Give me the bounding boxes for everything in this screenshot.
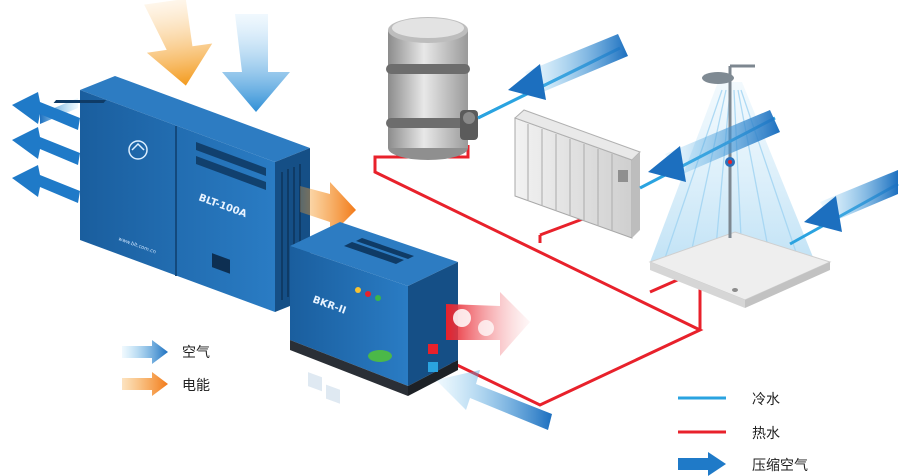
air-arrow-icon [122, 340, 168, 364]
radiator [514, 109, 641, 239]
legend-compressed-air-label: 压缩空气 [752, 458, 808, 474]
exhaust-arrows-left [12, 92, 80, 203]
legend-right: 冷水 热水 压缩空气 [678, 392, 808, 476]
heat-arrow [300, 182, 356, 236]
shower [648, 64, 832, 308]
eco-badge-icon [368, 350, 392, 362]
legend-power-label: 电能 [182, 378, 210, 394]
legend-left: 空气 电能 [122, 340, 210, 396]
hot-air-out [446, 292, 530, 356]
compressed-air-arrow-icon [678, 452, 726, 476]
heat-recovery-unit: BKR-II [290, 222, 458, 404]
water-tank [386, 17, 478, 160]
legend-hot-water-label: 热水 [752, 426, 780, 442]
brand-logo-icon [128, 140, 148, 160]
compressed-air-in [436, 370, 552, 430]
legend-cold-water-label: 冷水 [752, 392, 780, 408]
legend-air-label: 空气 [182, 345, 210, 361]
input-arrows-top [144, 0, 290, 112]
cold-water-inlets [477, 34, 899, 246]
power-arrow-icon [122, 372, 168, 396]
compressor-large: BLT-100A www.blt.com.cn [53, 76, 310, 312]
